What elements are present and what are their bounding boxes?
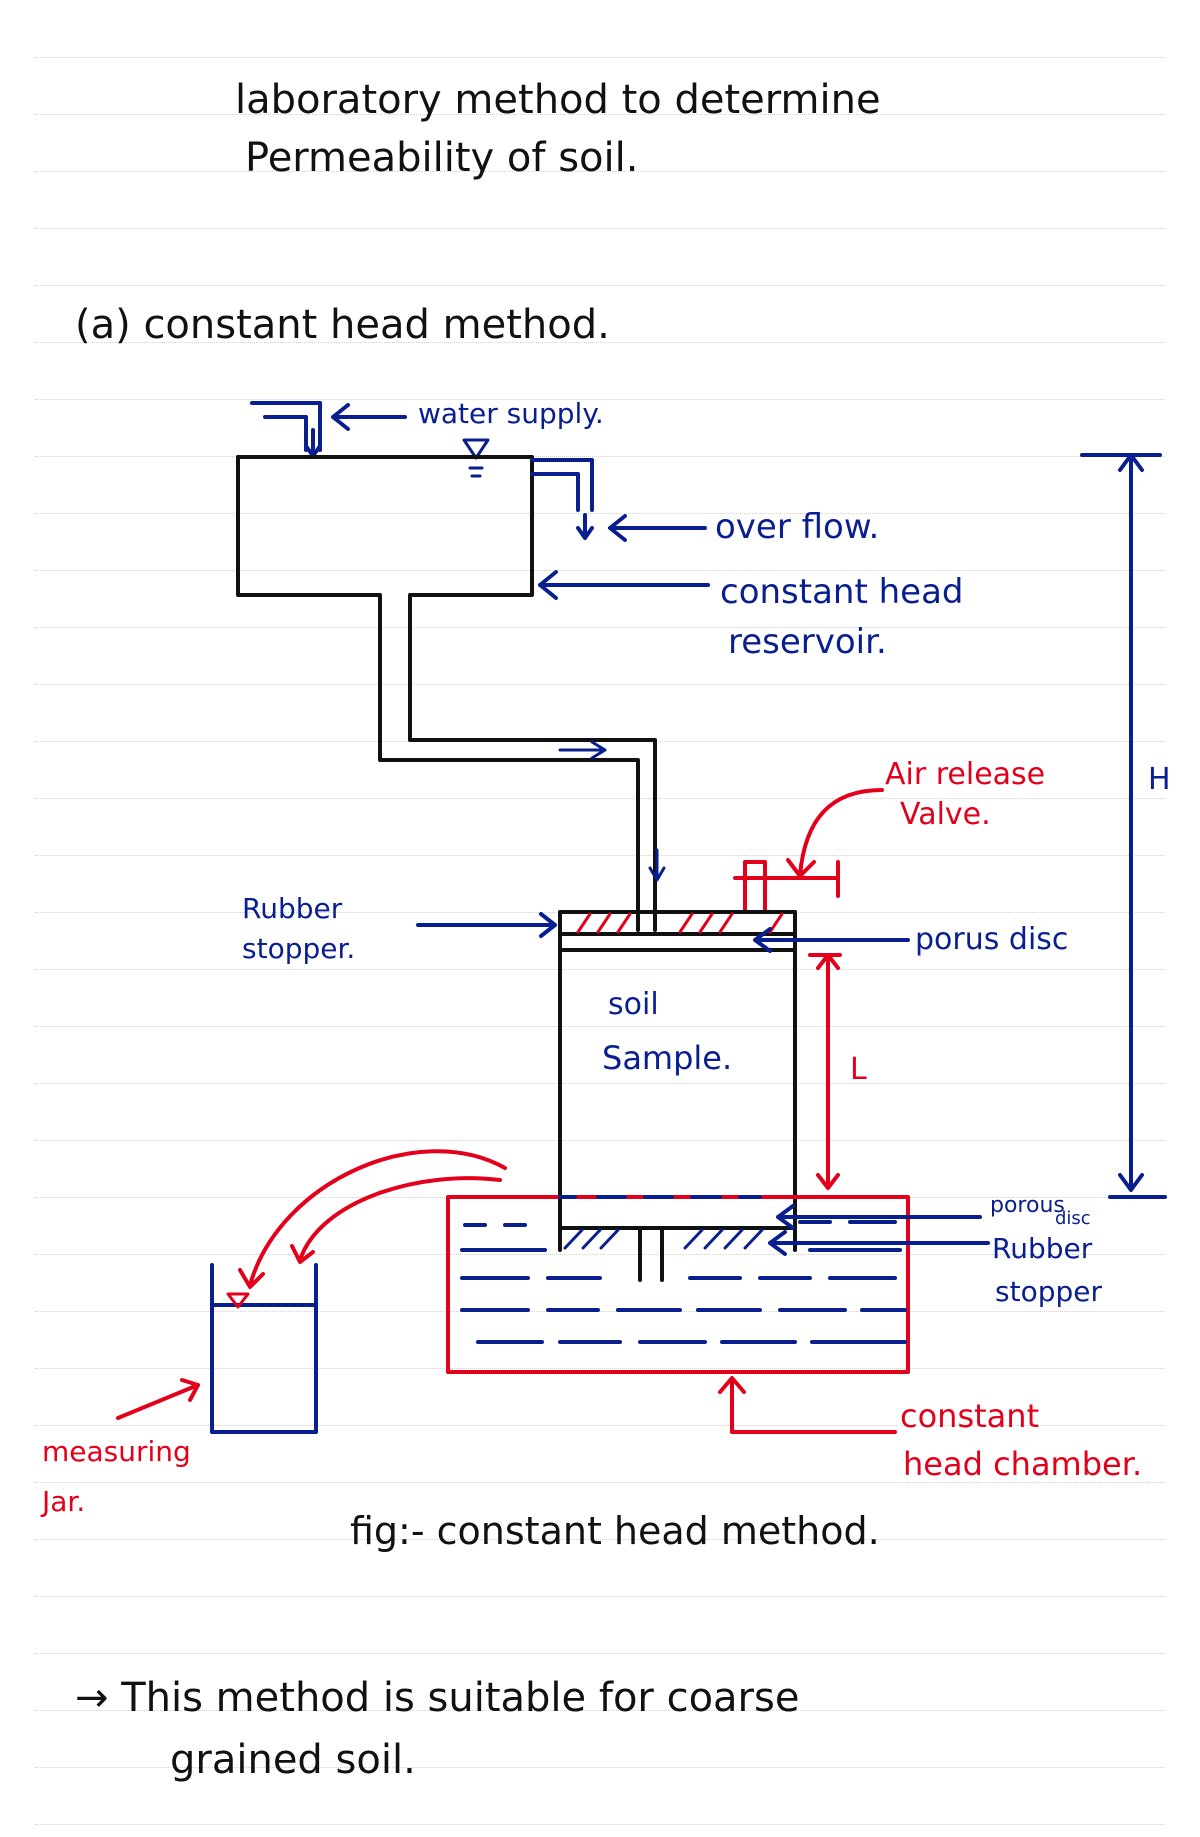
label-rubber-stopper-top-2: stopper. [242, 932, 356, 965]
head-dimension [1080, 453, 1167, 1199]
chamber-arrow [718, 1376, 897, 1434]
label-measuring-jar-1: measuring [42, 1435, 191, 1468]
label-chamber-2: head chamber. [903, 1445, 1143, 1483]
note-line-2: grained soil. [170, 1737, 416, 1783]
rubber-stopper-bottom-arrow [768, 1230, 990, 1256]
label-soil-2: Sample. [602, 1039, 733, 1077]
reservoir-arrow [538, 570, 710, 600]
label-rubber-stopper-bottom-2: stopper [995, 1275, 1102, 1308]
overflow-arrow [608, 514, 707, 542]
top-stopper-hatching [576, 912, 784, 934]
figure-caption: fig:- constant head method. [350, 1509, 880, 1553]
section-title: (a) constant head method. [75, 302, 610, 348]
water-supply-pipe [250, 401, 322, 458]
flow-arrow-vertical [648, 848, 666, 882]
label-porous-disc-bottom-2: disc [1055, 1208, 1091, 1229]
label-rubber-stopper-bottom-1: Rubber [992, 1232, 1093, 1265]
flow-arrow-horizontal [558, 740, 607, 760]
label-head-h: H [1148, 762, 1171, 797]
porous-disc-bottom-arrow [776, 1204, 982, 1230]
label-water-supply: water supply. [418, 397, 604, 430]
label-reservoir-2: reservoir. [728, 622, 887, 662]
label-reservoir-1: constant head [720, 572, 964, 612]
measuring-jar-arrow [116, 1378, 200, 1420]
air-valve-arrow [786, 788, 884, 878]
measuring-jar [210, 1263, 318, 1434]
heading-line-2: Permeability of soil. [245, 135, 639, 181]
label-air-release-2: Valve. [900, 797, 991, 832]
permeameter-cylinder [558, 910, 797, 1282]
constant-head-chamber [446, 1195, 910, 1374]
label-porous-disc-top: porus disc [915, 922, 1069, 957]
porous-disc-top-arrow [753, 927, 910, 953]
rubber-stopper-top-arrow [416, 912, 557, 938]
length-dimension [808, 953, 842, 1190]
overflow-curves [238, 1149, 507, 1289]
label-length-l: L [850, 1052, 867, 1087]
note-line-1: → This method is suitable for coarse [75, 1675, 800, 1721]
heading-line-1: laboratory method to determine [235, 77, 881, 123]
water-supply-arrow [331, 403, 407, 431]
air-release-valve [733, 860, 840, 914]
label-porous-disc-bottom-1: porous [990, 1193, 1065, 1218]
chamber-water-lines [460, 1195, 907, 1344]
water-level-symbol [462, 438, 490, 478]
label-chamber-1: constant [900, 1397, 1040, 1435]
overflow-pipe [530, 458, 594, 540]
label-air-release-1: Air release [885, 757, 1046, 792]
bottom-stopper-hatching [563, 1228, 764, 1250]
label-soil-1: soil [608, 987, 659, 1022]
label-measuring-jar-2: Jar. [42, 1485, 86, 1518]
label-rubber-stopper-top-1: Rubber [242, 892, 343, 925]
label-over-flow: over flow. [715, 507, 880, 547]
reservoir-tank [236, 455, 657, 932]
